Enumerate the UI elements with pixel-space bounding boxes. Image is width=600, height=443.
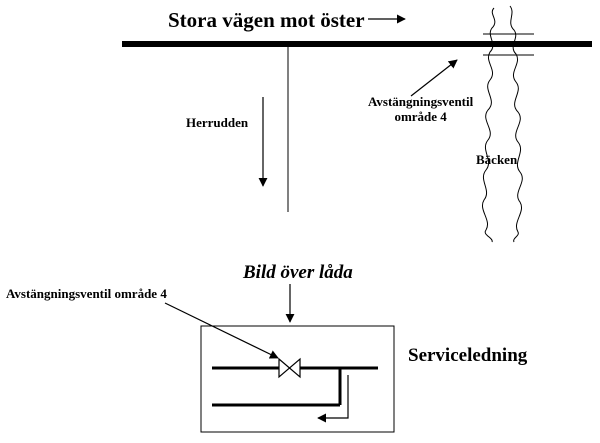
valve-box-label: Avstängningsventil område 4 [6,286,167,301]
creek-bank-left [482,7,496,243]
valve-area-label-line2: område 4 [394,108,447,124]
valve-box-pointer-arrow [164,302,279,359]
valve-pointer-arrow [410,59,458,97]
creek-bank-right [509,5,523,243]
valve-area-label: Avstängningsventil område 4 [368,94,474,125]
creek-label: Bäcken [476,152,518,167]
main-road [122,41,592,47]
service-line-label: Serviceledning [408,345,528,366]
box-caption: Bild över låda [243,262,353,283]
valve-box [200,325,395,433]
valve-symbol [278,357,301,379]
valve-area-label-line1: Avstängningsventil [368,94,474,109]
road-label: Stora vägen mot öster [168,8,365,32]
service-branch-arrow [317,375,349,423]
side-road-label: Herrudden [186,115,249,130]
